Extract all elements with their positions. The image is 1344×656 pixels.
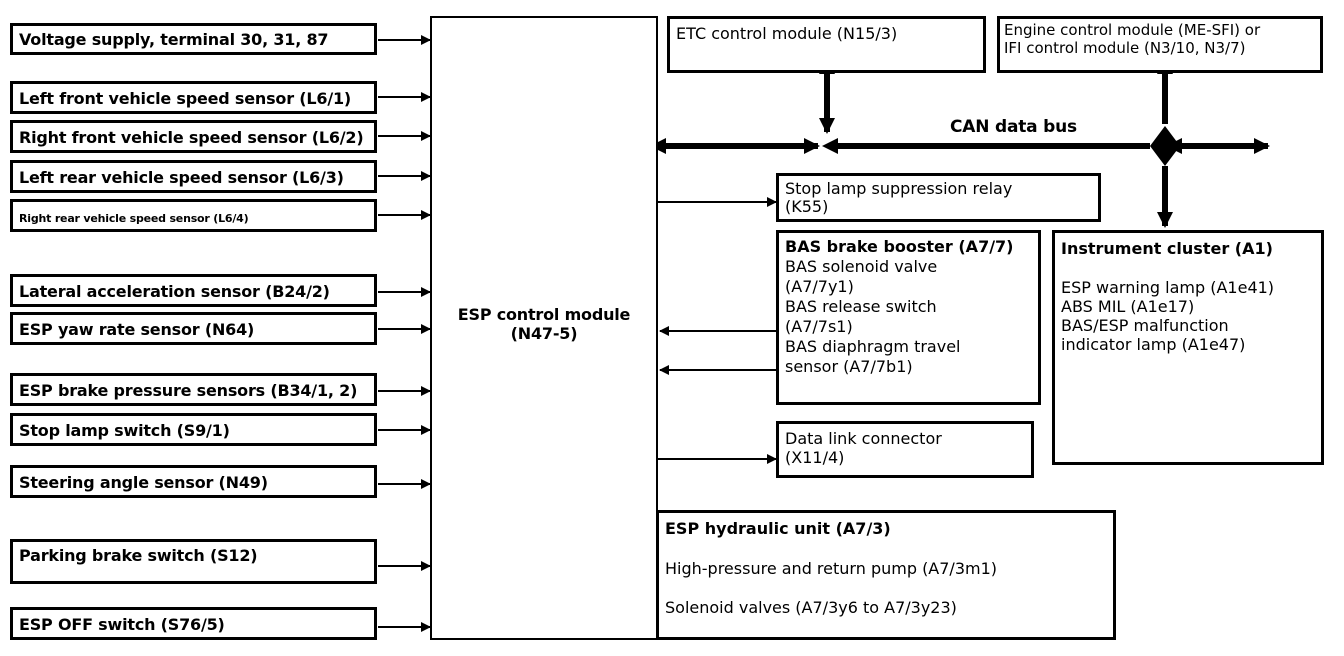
cluster-title: Instrument cluster (A1) xyxy=(1061,239,1273,258)
input-label: Right front vehicle speed sensor (L6/2) xyxy=(19,128,364,147)
can-junction xyxy=(1150,126,1180,166)
esp-module-title: ESP control module xyxy=(457,305,631,324)
bas-line2: BAS solenoid valve xyxy=(785,257,938,276)
input-label: Steering angle sensor (N49) xyxy=(19,473,268,492)
esp-module-code: (N47-5) xyxy=(510,324,578,343)
cluster-line1: ESP warning lamp (A1e41) xyxy=(1061,278,1275,297)
input-box-stop-lamp: Stop lamp switch (S9/1) xyxy=(10,413,377,446)
bas-line5: (A7/7s1) xyxy=(785,317,853,336)
input-label: Lateral acceleration sensor (B24/2) xyxy=(19,282,330,301)
engine-control-module: Engine control module (ME-SFI) or IFI co… xyxy=(997,16,1323,73)
input-label: Parking brake switch (S12) xyxy=(19,546,258,565)
input-label: Right rear vehicle speed sensor (L6/4) xyxy=(19,212,249,225)
input-box-right-rear: Right rear vehicle speed sensor (L6/4) xyxy=(10,199,377,232)
stop-relay-line2: (K55) xyxy=(785,197,829,216)
cluster-line4: indicator lamp (A1e47) xyxy=(1061,335,1246,354)
bas-line3: (A7/7y1) xyxy=(785,277,854,296)
input-label: Left rear vehicle speed sensor (L6/3) xyxy=(19,168,344,187)
input-box-steering: Steering angle sensor (N49) xyxy=(10,465,377,498)
input-box-esp-off: ESP OFF switch (S76/5) xyxy=(10,607,377,640)
hydraulic-line1: High-pressure and return pump (A7/3m1) xyxy=(665,559,998,578)
input-label: Stop lamp switch (S9/1) xyxy=(19,421,230,440)
esp-hydraulic-unit: ESP hydraulic unit (A7/3) High-pressure … xyxy=(656,510,1116,640)
input-box-left-front: Left front vehicle speed sensor (L6/1) xyxy=(10,81,377,114)
input-label: ESP brake pressure sensors (B34/1, 2) xyxy=(19,381,358,400)
engine-module-line2: IFI control module (N3/10, N3/7) xyxy=(1004,39,1246,57)
input-label: Voltage supply, terminal 30, 31, 87 xyxy=(19,30,329,49)
hydraulic-line2: Solenoid valves (A7/3y6 to A7/3y23) xyxy=(665,598,957,617)
input-box-lateral: Lateral acceleration sensor (B24/2) xyxy=(10,274,377,307)
stop-relay-line1: Stop lamp suppression relay xyxy=(785,179,1013,198)
input-box-brake-pressure: ESP brake pressure sensors (B34/1, 2) xyxy=(10,373,377,406)
input-box-left-rear: Left rear vehicle speed sensor (L6/3) xyxy=(10,160,377,193)
bas-line6: BAS diaphragm travel xyxy=(785,337,961,356)
cluster-line2: ABS MIL (A1e17) xyxy=(1061,297,1195,316)
instrument-cluster: Instrument cluster (A1) ESP warning lamp… xyxy=(1052,230,1324,465)
dlc-line2: (X11/4) xyxy=(785,448,845,467)
input-box-yaw: ESP yaw rate sensor (N64) xyxy=(10,312,377,345)
dlc-line1: Data link connector xyxy=(785,429,942,448)
engine-module-line1: Engine control module (ME-SFI) or xyxy=(1004,21,1261,39)
input-box-parking: Parking brake switch (S12) xyxy=(10,539,377,584)
input-box-voltage: Voltage supply, terminal 30, 31, 87 xyxy=(10,23,377,55)
input-label: ESP yaw rate sensor (N64) xyxy=(19,320,255,339)
esp-control-module: ESP control module (N47-5) xyxy=(430,16,658,640)
hydraulic-title: ESP hydraulic unit (A7/3) xyxy=(665,519,891,538)
input-label: Left front vehicle speed sensor (L6/1) xyxy=(19,89,352,108)
bas-line4: BAS release switch xyxy=(785,297,937,316)
cluster-line3: BAS/ESP malfunction xyxy=(1061,316,1229,335)
data-link-connector: Data link connector (X11/4) xyxy=(776,421,1034,478)
input-box-right-front: Right front vehicle speed sensor (L6/2) xyxy=(10,120,377,153)
etc-module-label: ETC control module (N15/3) xyxy=(676,24,898,43)
etc-control-module: ETC control module (N15/3) xyxy=(667,16,986,73)
bas-line1: BAS brake booster (A7/7) xyxy=(785,237,1014,256)
input-label: ESP OFF switch (S76/5) xyxy=(19,615,225,634)
bas-brake-booster: BAS brake booster (A7/7) BAS solenoid va… xyxy=(776,230,1041,405)
can-bus-label: CAN data bus xyxy=(950,117,1077,137)
bas-line7: sensor (A7/7b1) xyxy=(785,357,913,376)
stop-lamp-relay: Stop lamp suppression relay (K55) xyxy=(776,173,1101,222)
